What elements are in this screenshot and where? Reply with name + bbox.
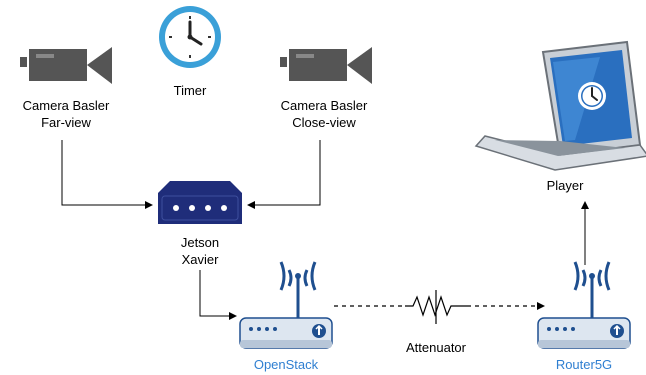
edge-camera-close-to-jetson (247, 140, 321, 209)
label-timer-text: Timer (173, 83, 207, 98)
label-player-text: Player (546, 178, 584, 193)
label-attenuator-text: Attenuator (406, 340, 466, 355)
label-camera-far: Camera Basler Far-view (6, 97, 126, 131)
label-camera-close-line2: Close-view (292, 115, 356, 130)
edge-jetson-to-openstack (199, 270, 237, 320)
label-openstack: OpenStack (236, 356, 336, 373)
edge-camera-far-to-jetson (61, 140, 153, 209)
label-jetson-line2: Xavier (181, 252, 219, 267)
label-router5g-text: Router5G (555, 357, 613, 372)
label-player: Player (525, 177, 605, 194)
label-jetson-line1: Jetson (180, 235, 220, 250)
clock-icon (159, 6, 221, 68)
jetson-device-icon (158, 181, 242, 224)
camera-close-icon (280, 47, 372, 84)
label-camera-far-line2: Far-view (41, 115, 91, 130)
label-camera-far-line1: Camera Basler (22, 98, 110, 113)
openstack-router-icon (239, 261, 333, 349)
label-camera-close: Camera Basler Close-view (264, 97, 384, 131)
laptop-icon (474, 40, 646, 171)
router5g-icon (537, 261, 631, 349)
label-openstack-text: OpenStack (253, 357, 319, 372)
resistor-icon (405, 290, 467, 324)
label-router5g: Router5G (534, 356, 634, 373)
camera-far-icon (20, 47, 112, 84)
label-attenuator: Attenuator (386, 339, 486, 356)
label-jetson: Jetson Xavier (150, 234, 250, 268)
label-timer: Timer (150, 82, 230, 99)
label-camera-close-line1: Camera Basler (280, 98, 368, 113)
